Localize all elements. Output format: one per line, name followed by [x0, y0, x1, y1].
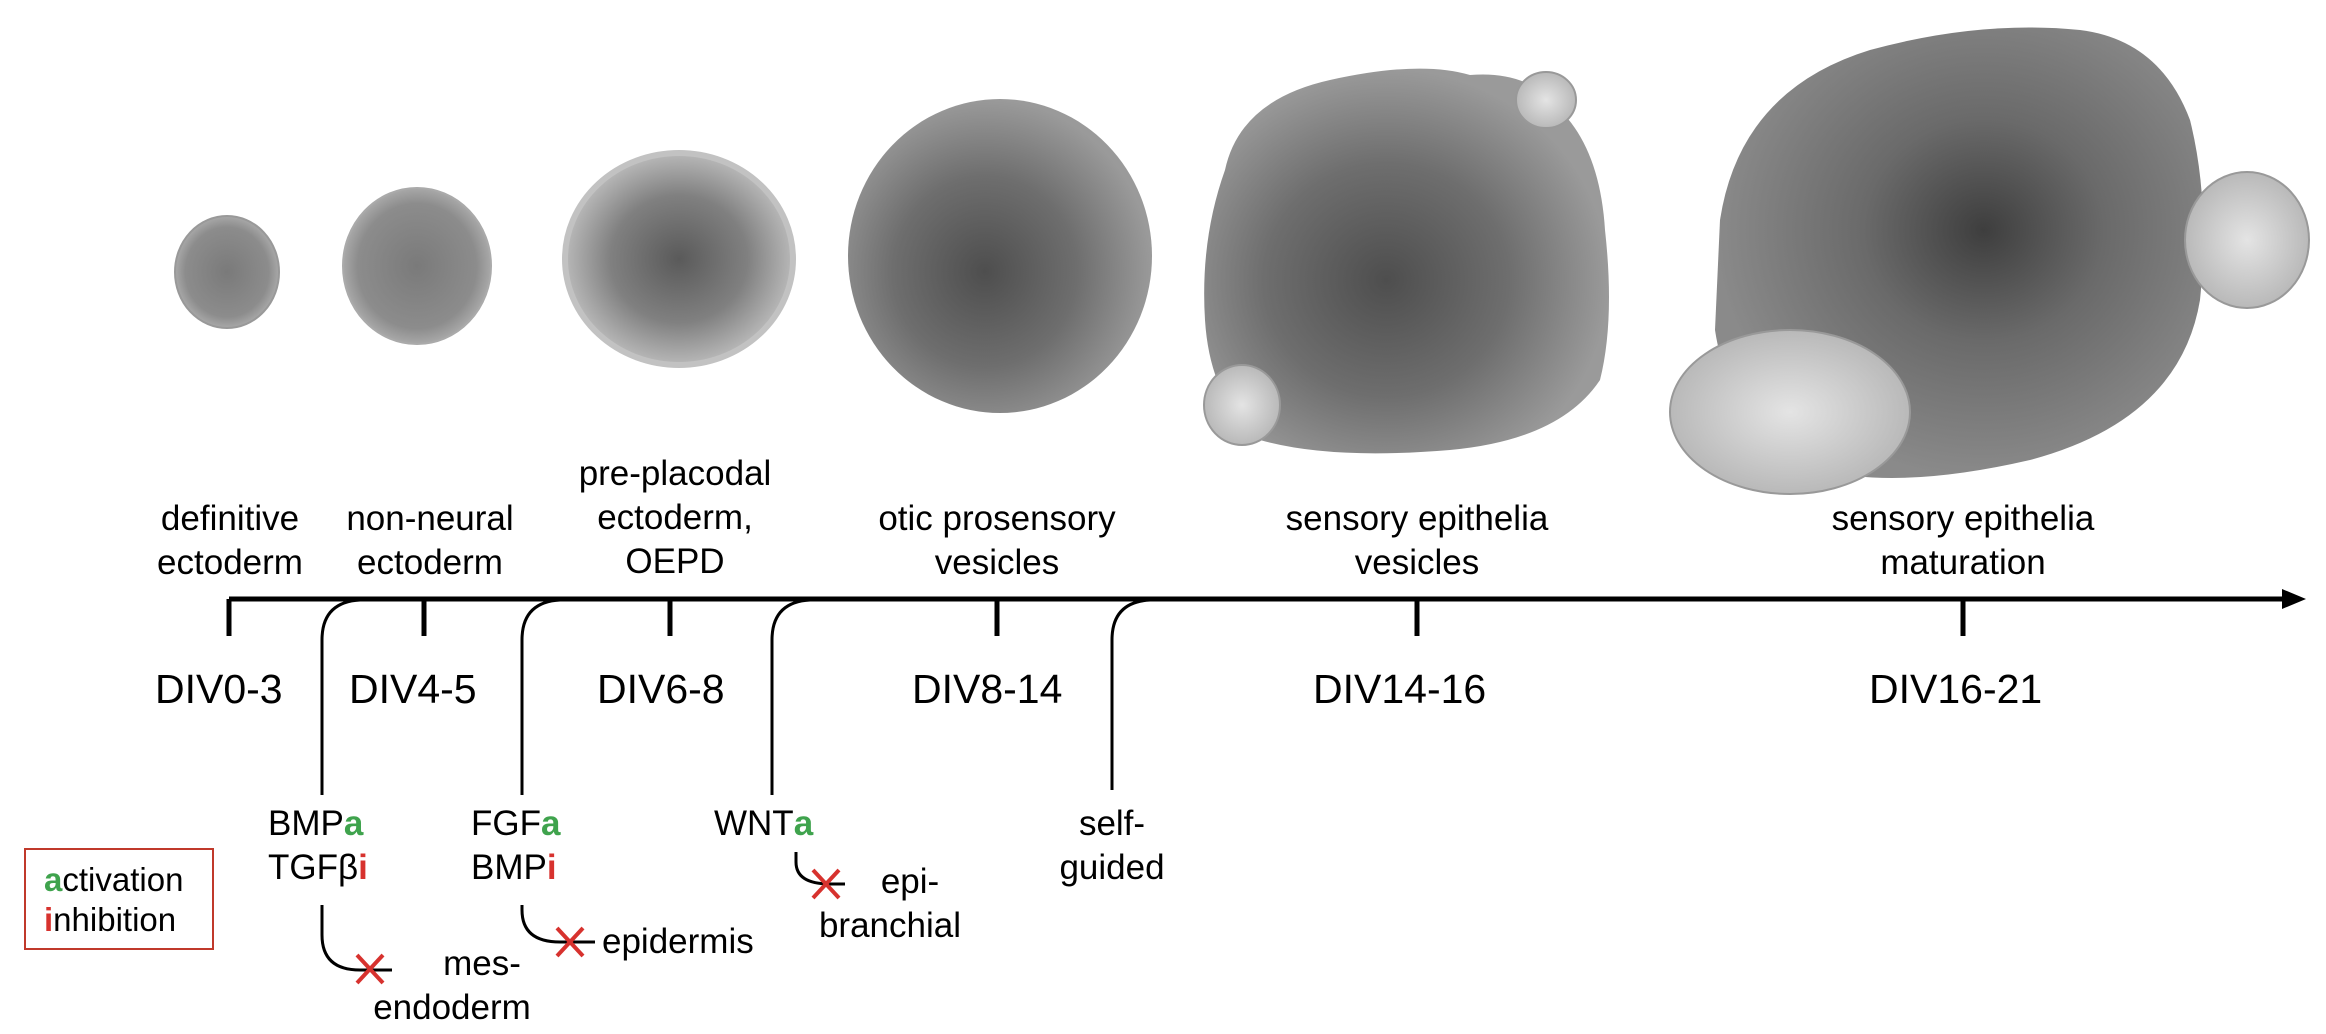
activation-mark: a	[44, 861, 62, 898]
stage-label-sensory-maturation: sensory epithelia maturation	[1793, 497, 2133, 585]
day-label-div4-5: DIV4-5	[349, 665, 477, 713]
stage-label-sensory-vesicles: sensory epithelia vesicles	[1247, 497, 1587, 585]
activation-mark: a	[344, 804, 363, 843]
signal-line: BMPi	[471, 846, 560, 890]
stage-label-line: ectoderm	[330, 541, 530, 585]
branch-wnt	[772, 600, 810, 795]
signal-name: BMP	[471, 848, 547, 887]
stage-label-line: definitive	[145, 497, 315, 541]
stage-label-line: ectoderm	[145, 541, 315, 585]
branch-self-guided	[1112, 600, 1150, 790]
signal-line: FGFa	[471, 802, 560, 846]
signal-fgf-bmp: FGFa BMPi	[471, 802, 560, 890]
legend-activation: activation	[44, 860, 183, 900]
signal-bmp-tgf: BMPa TGFβi	[268, 802, 368, 890]
signal-self-guided: self- guided	[1047, 802, 1177, 890]
signal-line: guided	[1047, 846, 1177, 890]
legend: activation inhibition	[24, 848, 214, 950]
signal-line: TGFβi	[268, 846, 368, 890]
signal-name: TGFβ	[268, 848, 358, 887]
day-label-div0-3: DIV0-3	[155, 665, 283, 713]
timeline-arrowhead	[2282, 589, 2306, 609]
stage-label-definitive-ectoderm: definitive ectoderm	[145, 497, 315, 585]
stage-label-line: sensory epithelia	[1793, 497, 2133, 541]
stage-label-line: vesicles	[1247, 541, 1587, 585]
stage-label-line: vesicles	[852, 541, 1142, 585]
inhibition-mark: i	[358, 848, 368, 887]
signal-name: WNT	[714, 804, 794, 843]
fate-epibranchial: epi- branchial	[800, 860, 980, 948]
day-label-div14-16: DIV14-16	[1313, 665, 1486, 713]
inhibition-mark: i	[44, 901, 53, 938]
legend-inhibition: inhibition	[44, 900, 176, 940]
branch-fgf	[522, 600, 560, 795]
signal-line: WNTa	[714, 802, 813, 846]
signal-name: BMP	[268, 804, 344, 843]
stage-label-line: OEPD	[560, 540, 790, 584]
fate-line: branchial	[800, 904, 980, 948]
fate-mesendoderm: mes- endoderm	[362, 942, 542, 1030]
activation-mark: a	[794, 804, 813, 843]
divert-epidermis	[522, 905, 595, 942]
fate-epidermis: epidermis	[602, 920, 754, 964]
stage-label-otic-prosensory: otic prosensory vesicles	[852, 497, 1142, 585]
inhibition-mark: i	[547, 848, 557, 887]
signal-name: FGF	[471, 804, 541, 843]
stage-label-line: pre-placodal	[560, 452, 790, 496]
stage-label-line: ectoderm,	[560, 496, 790, 540]
fate-line: endoderm	[362, 986, 542, 1030]
stage-label-pre-placodal: pre-placodal ectoderm, OEPD	[560, 452, 790, 584]
signal-line: BMPa	[268, 802, 368, 846]
stage-label-line: sensory epithelia	[1247, 497, 1587, 541]
stage-label-line: otic prosensory	[852, 497, 1142, 541]
activation-mark: a	[541, 804, 560, 843]
fate-line: epi-	[800, 860, 980, 904]
day-label-div8-14: DIV8-14	[912, 665, 1062, 713]
fate-line: mes-	[362, 942, 542, 986]
legend-text: ctivation	[62, 861, 183, 898]
stage-label-non-neural-ectoderm: non-neural ectoderm	[330, 497, 530, 585]
legend-text: nhibition	[53, 901, 176, 938]
stage-label-line: non-neural	[330, 497, 530, 541]
stage-label-line: maturation	[1793, 541, 2133, 585]
day-label-div6-8: DIV6-8	[597, 665, 725, 713]
signal-line: self-	[1047, 802, 1177, 846]
day-label-div16-21: DIV16-21	[1869, 665, 2042, 713]
signal-wnt: WNTa	[714, 802, 813, 846]
